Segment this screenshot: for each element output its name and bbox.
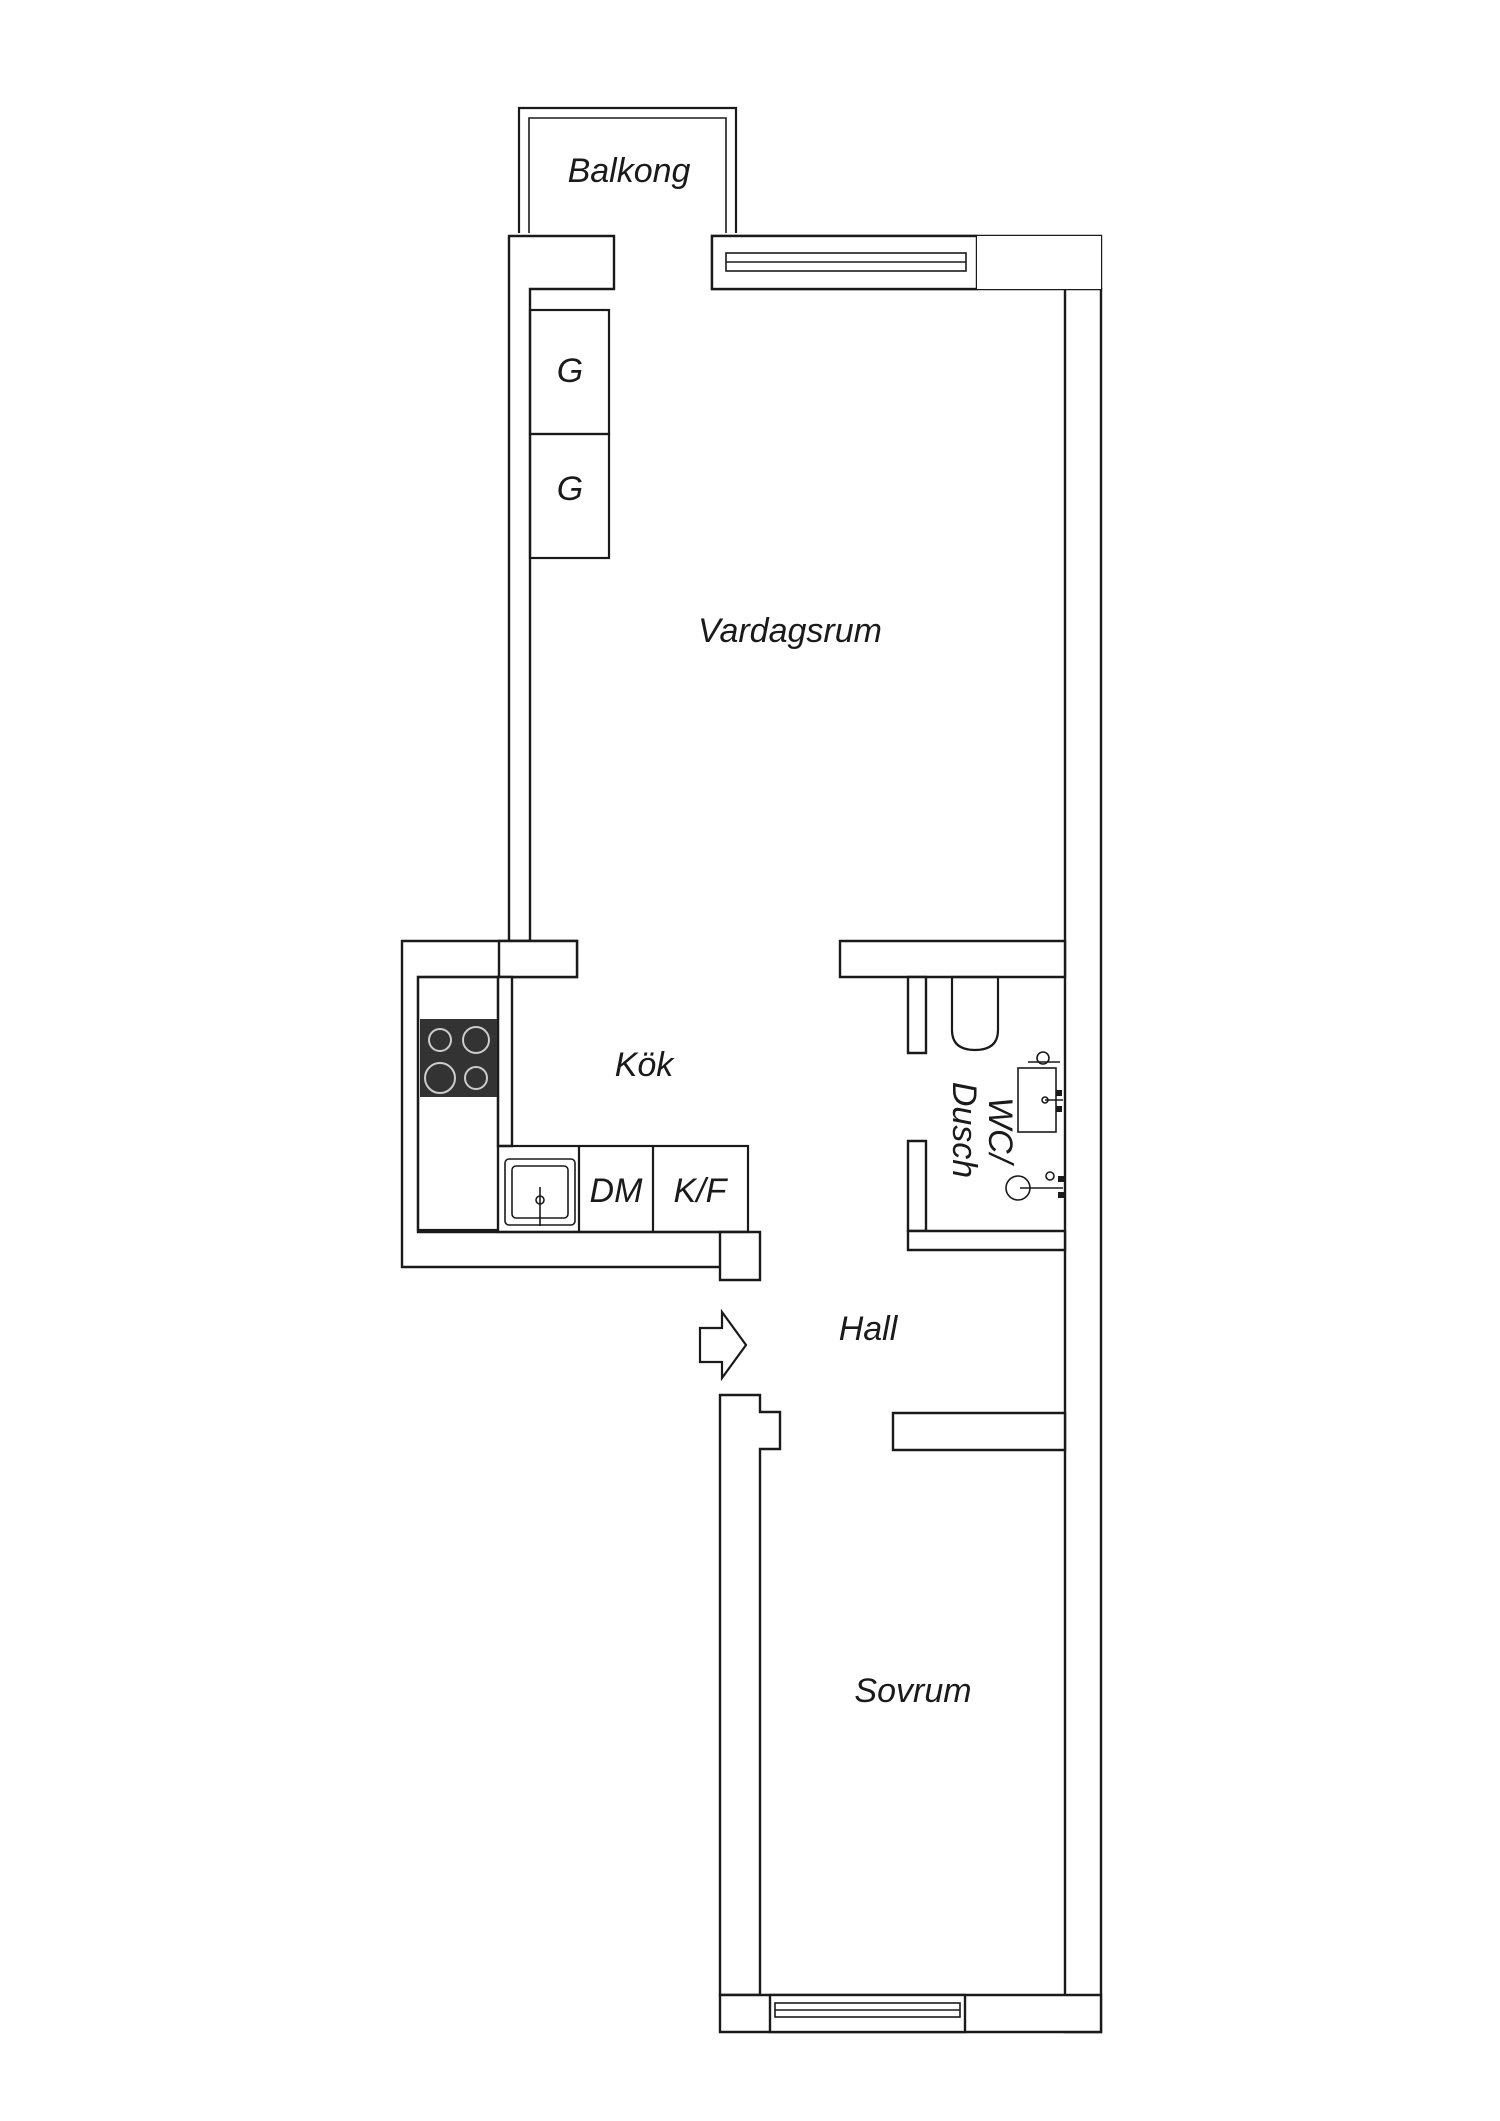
- bathroom-label-line2: Dusch: [945, 1082, 983, 1178]
- balcony-label: Balkong: [568, 152, 691, 190]
- hall-label: Hall: [839, 1310, 899, 1348]
- dishwasher-label: DM: [590, 1172, 644, 1210]
- kitchen-counters: DM K/F: [416, 975, 750, 1234]
- balcony: [517, 106, 738, 233]
- kitchen-label: Kök: [615, 1046, 676, 1084]
- bedroom-label: Sovrum: [854, 1672, 971, 1710]
- entrance-arrow-icon: [698, 1308, 748, 1382]
- bathroom-label-line1: WC/: [981, 1097, 1019, 1167]
- bathroom-sink-icon: [1017, 1051, 1063, 1133]
- wardrobe-2: [528, 432, 611, 560]
- bathroom-fixtures: [950, 975, 1064, 1201]
- toilet-icon: [950, 975, 1000, 1052]
- fridge-freezer-label: K/F: [674, 1172, 729, 1210]
- room-labels: Balkong Vardagsrum Kök Hall Sovrum WC/ D…: [568, 152, 1019, 1710]
- living-room-label: Vardagsrum: [698, 612, 882, 650]
- kitchen-sink-icon: [504, 1158, 576, 1226]
- window-top: [710, 234, 1101, 291]
- window-bottom: [768, 1993, 967, 2034]
- wardrobe-2-label: G: [557, 470, 583, 508]
- wardrobe-1-label: G: [557, 352, 583, 390]
- wardrobes: G G: [528, 308, 611, 560]
- shower-icon: [1005, 1171, 1064, 1201]
